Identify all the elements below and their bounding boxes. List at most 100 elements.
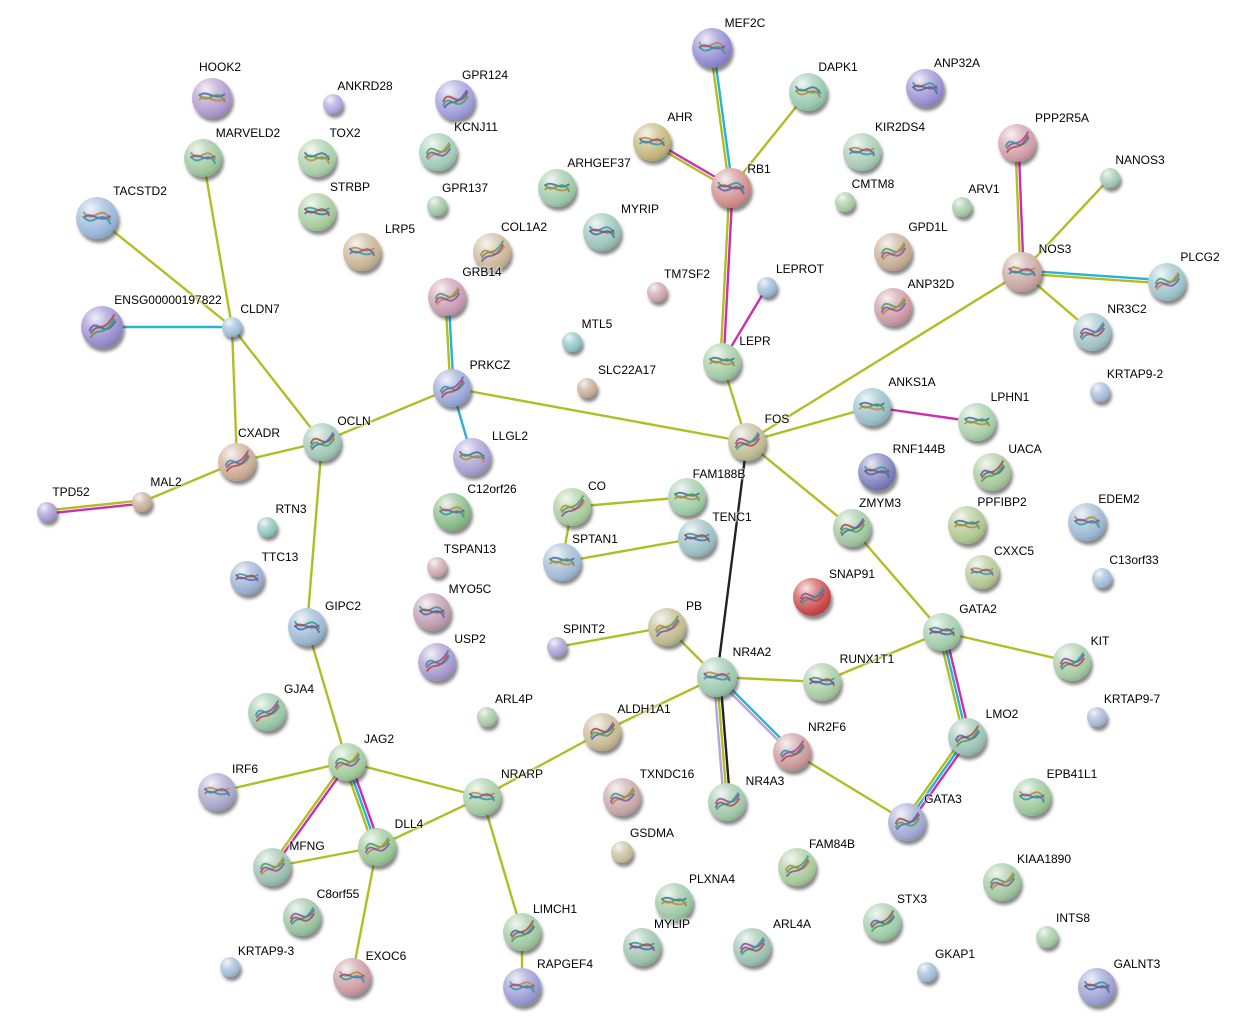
node-ARV1[interactable] bbox=[952, 197, 972, 217]
edge-NR4A2-NR4A3[interactable] bbox=[715, 675, 729, 804]
node-MARVELD2[interactable] bbox=[184, 139, 222, 177]
node-KRTAP9-3[interactable] bbox=[220, 957, 240, 977]
node-GATA3[interactable] bbox=[888, 803, 926, 841]
node-GRB14[interactable] bbox=[428, 278, 466, 316]
edge-PPP2R5A-NOS3[interactable] bbox=[1017, 141, 1025, 274]
edge-MAL2-TPD52[interactable] bbox=[45, 502, 144, 515]
node-KCNJ11[interactable] bbox=[419, 133, 457, 171]
edge-FOS-ZMYM3[interactable] bbox=[745, 440, 854, 530]
edge-MAL2-TPD52[interactable] bbox=[45, 499, 144, 512]
node-C8orf55[interactable] bbox=[283, 898, 321, 936]
edge-NOS3-FOS[interactable] bbox=[745, 270, 1024, 444]
node-TM7SF2[interactable] bbox=[647, 282, 667, 302]
node-JAG2[interactable] bbox=[328, 743, 366, 781]
edge-TENC1-SPTAN1[interactable] bbox=[560, 536, 699, 564]
node-LEPROT[interactable] bbox=[757, 277, 777, 297]
node-UACA[interactable] bbox=[973, 453, 1011, 491]
node-TACSTD2[interactable] bbox=[76, 197, 118, 239]
node-ANP32D[interactable] bbox=[874, 288, 912, 326]
node-DAPK1[interactable] bbox=[789, 73, 827, 111]
node-FAM188B[interactable] bbox=[668, 478, 706, 516]
node-SPINT2[interactable] bbox=[547, 637, 567, 657]
node-TSPAN13[interactable] bbox=[427, 557, 447, 577]
node-AHR[interactable] bbox=[633, 123, 671, 161]
node-TPD52[interactable] bbox=[37, 502, 57, 522]
node-ENSG00000197822[interactable] bbox=[81, 306, 123, 348]
edge-ALDH1A1-NRARP[interactable] bbox=[480, 730, 604, 799]
node-C13orf33[interactable] bbox=[1092, 568, 1112, 588]
node-INTS8[interactable] bbox=[1036, 926, 1058, 948]
node-RUNX1T1[interactable] bbox=[803, 663, 841, 701]
node-ANKRD28[interactable] bbox=[323, 94, 343, 114]
node-MYLIP[interactable] bbox=[623, 928, 661, 966]
edge-CLDN7-OCLN[interactable] bbox=[230, 325, 324, 444]
node-DLL4[interactable] bbox=[358, 828, 396, 866]
node-OCLN[interactable] bbox=[303, 423, 341, 461]
node-PPP2R5A[interactable] bbox=[998, 124, 1036, 162]
node-NR2F6[interactable] bbox=[773, 733, 811, 771]
node-EPB41L1[interactable] bbox=[1013, 778, 1051, 816]
node-CXXC5[interactable] bbox=[965, 555, 999, 589]
node-LRP5[interactable] bbox=[343, 233, 381, 271]
node-CO[interactable] bbox=[553, 488, 591, 526]
node-PB[interactable] bbox=[648, 608, 686, 646]
node-ZMYM3[interactable] bbox=[833, 509, 871, 547]
edge-PRKCZ-FOS[interactable] bbox=[450, 386, 749, 444]
edge-NANOS3-NOS3[interactable] bbox=[1020, 176, 1112, 274]
node-CXADR[interactable] bbox=[218, 443, 256, 481]
node-LEPR[interactable] bbox=[703, 343, 741, 381]
node-KRTAP9-7[interactable] bbox=[1087, 707, 1107, 727]
node-USP2[interactable] bbox=[418, 643, 456, 681]
node-GATA2[interactable] bbox=[923, 613, 961, 651]
node-LLGL2[interactable] bbox=[453, 438, 491, 476]
edge-JAG2-NRARP[interactable] bbox=[345, 760, 484, 799]
node-HOOK2[interactable] bbox=[192, 78, 232, 118]
node-STX3[interactable] bbox=[863, 903, 901, 941]
node-GPD1L[interactable] bbox=[874, 233, 912, 271]
node-KIT[interactable] bbox=[1053, 643, 1091, 681]
node-RB1[interactable] bbox=[711, 168, 751, 208]
node-ARL4P[interactable] bbox=[477, 707, 497, 727]
node-ANKS1A[interactable] bbox=[853, 388, 891, 426]
node-NRARP[interactable] bbox=[463, 778, 501, 816]
node-NR4A3[interactable] bbox=[708, 783, 746, 821]
node-RNF144B[interactable] bbox=[858, 453, 896, 491]
edge-GIPC2-JAG2[interactable] bbox=[305, 625, 349, 764]
node-SPTAN1[interactable] bbox=[543, 543, 581, 581]
node-NOS3[interactable] bbox=[1002, 252, 1042, 292]
node-GPR124[interactable] bbox=[435, 80, 475, 120]
node-FAM84B[interactable] bbox=[778, 848, 816, 886]
edge-PPP2R5A-NOS3[interactable] bbox=[1014, 141, 1022, 274]
node-ARL4A[interactable] bbox=[733, 928, 771, 966]
edge-CO-FAM188B[interactable] bbox=[570, 495, 689, 509]
node-STRBP[interactable] bbox=[298, 193, 336, 231]
node-ALDH1A1[interactable] bbox=[583, 713, 621, 751]
node-GKAP1[interactable] bbox=[917, 962, 937, 982]
edge-NRARP-LIMCH1[interactable] bbox=[480, 795, 524, 934]
edge-NR4A2-ALDH1A1[interactable] bbox=[600, 675, 719, 734]
node-PLCG2[interactable] bbox=[1148, 263, 1186, 301]
edge-NOS3-PLCG2[interactable] bbox=[1020, 272, 1169, 285]
node-GPR137[interactable] bbox=[427, 196, 447, 216]
node-EXOC6[interactable] bbox=[333, 958, 371, 996]
edge-RB1-LEPR[interactable] bbox=[722, 186, 734, 364]
edge-MEF2C-RB1[interactable] bbox=[709, 47, 731, 190]
node-MYO5C[interactable] bbox=[413, 593, 451, 631]
node-GJA4[interactable] bbox=[248, 693, 286, 731]
node-LMO2[interactable] bbox=[948, 718, 986, 756]
edge-GATA2-KIT[interactable] bbox=[940, 630, 1074, 664]
node-TENC1[interactable] bbox=[678, 519, 716, 557]
edge-MEF2C-RB1[interactable] bbox=[712, 46, 734, 189]
node-ARHGEF37[interactable] bbox=[538, 169, 576, 207]
node-EDEM2[interactable] bbox=[1068, 503, 1106, 541]
edge-OCLN-GIPC2[interactable] bbox=[305, 440, 324, 629]
node-NR4A2[interactable] bbox=[697, 657, 737, 697]
node-MEF2C[interactable] bbox=[692, 28, 732, 68]
node-TTC13[interactable] bbox=[230, 561, 264, 595]
node-PRKCZ[interactable] bbox=[433, 369, 471, 407]
node-MTL5[interactable] bbox=[562, 332, 582, 352]
node-NANOS3[interactable] bbox=[1100, 168, 1120, 188]
node-GSDMA[interactable] bbox=[611, 841, 633, 863]
node-KIR2DS4[interactable] bbox=[843, 133, 881, 171]
edge-NR4A2-NR4A3[interactable] bbox=[712, 676, 726, 804]
